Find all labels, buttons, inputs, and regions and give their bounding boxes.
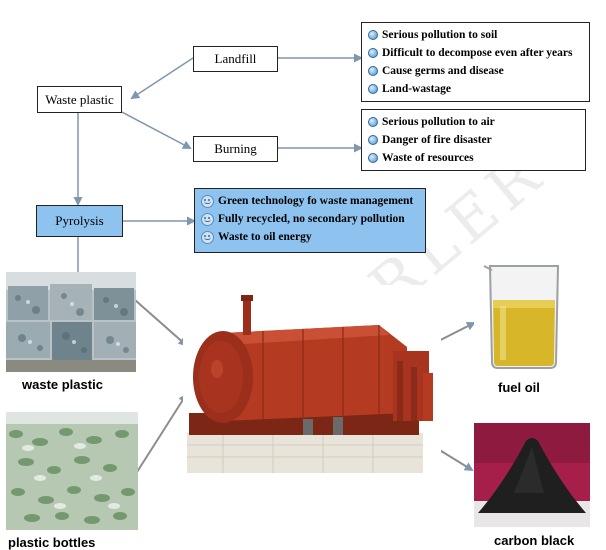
arrow-bottles-to-reactor (136, 393, 188, 473)
label-waste-plastic: waste plastic (22, 377, 103, 392)
pyrolysis-benefit-item: Fully recycled, no secondary pollution (201, 210, 419, 228)
carbon-black-photo (474, 423, 590, 527)
label-carbon-black: carbon black (494, 533, 575, 548)
bullet-icon (368, 30, 378, 40)
bullet-icon (368, 153, 378, 163)
label-plastic-bottles: plastic bottles (8, 535, 96, 550)
fuel-oil-photo (474, 258, 574, 373)
node-waste-plastic: Waste plastic (37, 86, 122, 113)
landfill-effect-item: Cause germs and disease (368, 62, 583, 80)
label-fuel-oil: fuel oil (498, 380, 540, 395)
landfill-effects-box: Serious pollution to soil Difficult to d… (361, 22, 590, 102)
node-burning: Burning (193, 136, 278, 162)
bullet-icon (368, 48, 378, 58)
bullet-icon (368, 117, 378, 127)
smiley-icon (201, 194, 214, 208)
bullet-icon (368, 135, 378, 145)
node-landfill-label: Landfill (214, 51, 257, 66)
arrow-landfill-to-waste (130, 57, 194, 100)
burning-effects-box: Serious pollution to air Danger of fire … (361, 109, 586, 171)
node-waste-plastic-label: Waste plastic (45, 91, 114, 107)
pyrolysis-benefit-item: Waste to oil energy (201, 228, 419, 246)
pyrolysis-benefit-item: Green technology fo waste management (201, 192, 419, 210)
landfill-effect-item: Serious pollution to soil (368, 26, 583, 44)
pyrolysis-reactor-photo (183, 285, 441, 475)
landfill-effect-item: Difficult to decompose even after years (368, 44, 583, 62)
pyrolysis-benefits-box: Green technology fo waste management Ful… (194, 188, 426, 253)
burning-effect-item: Serious pollution to air (368, 113, 579, 131)
node-burning-label: Burning (214, 141, 257, 156)
burning-effect-item: Danger of fire disaster (368, 131, 579, 149)
bullet-icon (368, 84, 378, 94)
smiley-icon (201, 212, 214, 226)
plastic-bottles-photo (6, 412, 138, 530)
smiley-icon (201, 230, 214, 244)
waste-plastic-photo (6, 272, 136, 372)
arrow-plastic-to-reactor (134, 299, 188, 347)
arrow-waste-to-burning (117, 109, 192, 149)
node-landfill: Landfill (193, 46, 278, 72)
burning-effect-item: Waste of resources (368, 149, 579, 167)
landfill-effect-item: Land-wastage (368, 80, 583, 98)
node-pyrolysis-label: Pyrolysis (55, 213, 104, 228)
node-pyrolysis: Pyrolysis (36, 205, 123, 237)
bullet-icon (368, 66, 378, 76)
